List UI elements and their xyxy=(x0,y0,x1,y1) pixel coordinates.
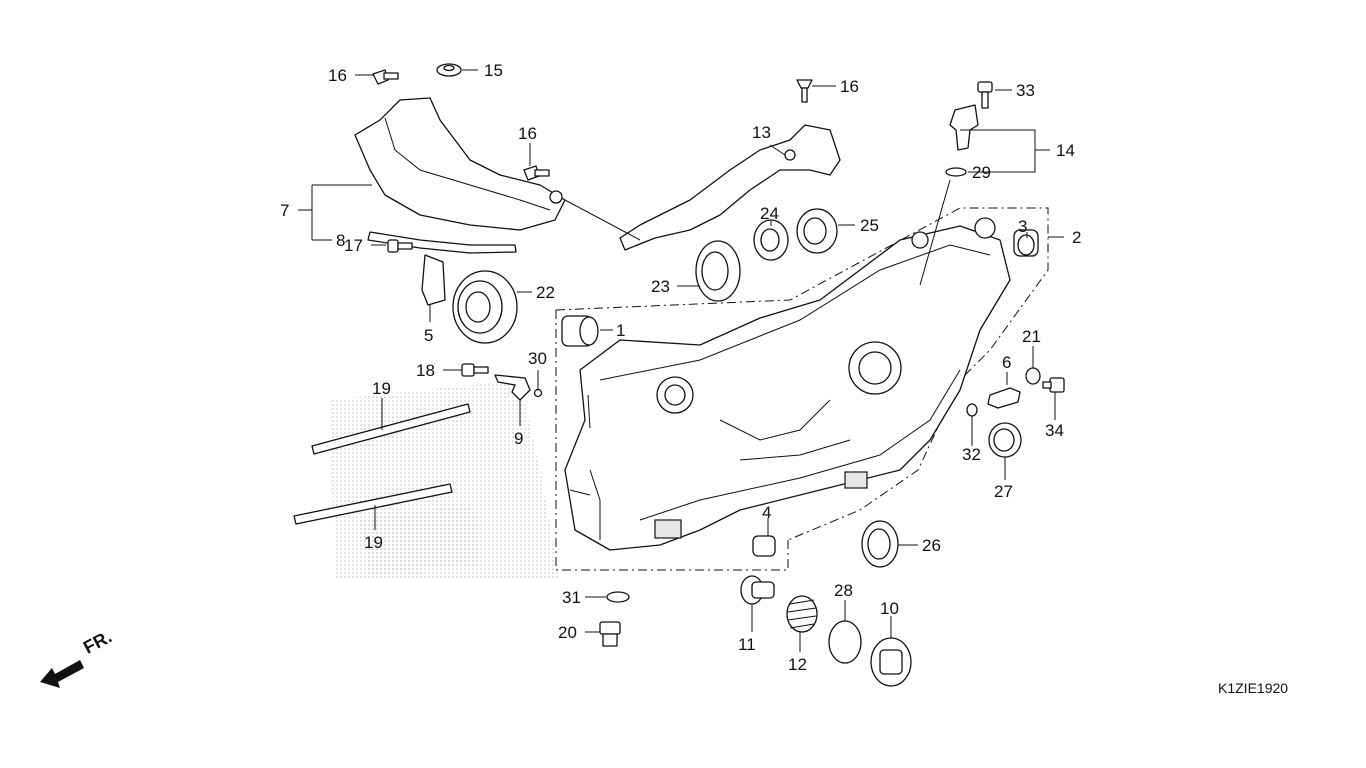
part-25-bearing xyxy=(796,208,838,254)
callout-26: 26 xyxy=(922,536,941,555)
callout-11: 11 xyxy=(738,635,756,654)
callout-12: 12 xyxy=(788,655,807,674)
part-19-stud-bolt-a xyxy=(311,403,471,455)
callout-1: 1 xyxy=(616,321,625,340)
part-16-bolt-c xyxy=(796,79,813,103)
callout-labels: 16 15 16 16 13 33 14 29 7 8 17 5 22 23 2… xyxy=(280,61,1081,674)
leader-lines xyxy=(298,69,1064,652)
callout-30: 30 xyxy=(528,349,547,368)
callout-16-b: 16 xyxy=(518,124,537,143)
callout-20: 20 xyxy=(558,623,577,642)
part-16-bolt-a xyxy=(372,69,399,85)
callout-15: 15 xyxy=(484,61,503,80)
front-arrow-icon xyxy=(40,660,84,688)
callout-7: 7 xyxy=(280,201,289,220)
callout-17: 17 xyxy=(344,236,363,255)
part-1-bush xyxy=(561,315,599,347)
callout-9: 9 xyxy=(514,429,523,448)
part-23-bearing xyxy=(695,240,741,302)
part-8-seal-strip xyxy=(367,231,517,254)
crankcase xyxy=(564,217,1011,551)
callout-5: 5 xyxy=(424,326,433,345)
callout-33: 33 xyxy=(1016,81,1035,100)
part-6-switch xyxy=(987,387,1021,409)
callout-19-b: 19 xyxy=(364,533,383,552)
part-7-duct-cover xyxy=(354,97,566,231)
part-21-washer xyxy=(1025,367,1041,385)
part-28-o-ring xyxy=(828,620,862,664)
part-34-bolt xyxy=(1042,377,1065,393)
part-31-washer xyxy=(606,591,630,603)
part-5-setting-plate xyxy=(421,254,446,306)
part-26-oil-seal xyxy=(861,520,899,568)
callout-6: 6 xyxy=(1002,353,1011,372)
callout-19-a: 19 xyxy=(372,379,391,398)
callout-10: 10 xyxy=(880,599,899,618)
callout-29: 29 xyxy=(972,163,991,182)
callout-22: 22 xyxy=(536,283,555,302)
callout-32: 32 xyxy=(962,445,981,464)
callout-34: 34 xyxy=(1045,421,1064,440)
callout-18: 18 xyxy=(416,361,435,380)
part-15-grommet xyxy=(436,63,462,77)
callout-2: 2 xyxy=(1072,228,1081,247)
callout-23: 23 xyxy=(651,277,670,296)
callout-8: 8 xyxy=(336,231,345,250)
part-19-stud-bolt-b xyxy=(293,483,453,525)
part-14-sensor xyxy=(949,104,979,151)
part-10-drain-bolt xyxy=(870,637,912,687)
callout-13: 13 xyxy=(752,123,771,142)
callout-28: 28 xyxy=(834,581,853,600)
part-13-bracket xyxy=(619,124,841,251)
diagram-code: K1ZIE1920 xyxy=(1218,680,1289,696)
part-18-bolt xyxy=(461,363,489,377)
part-27-oil-seal xyxy=(988,422,1022,458)
part-16-bolt-b xyxy=(523,165,550,181)
callout-16-a: 16 xyxy=(328,66,347,85)
part-33-bolt xyxy=(977,81,993,109)
callout-24: 24 xyxy=(760,204,779,223)
part-17-bolt xyxy=(387,239,413,253)
callout-3: 3 xyxy=(1018,217,1027,236)
part-3-bush xyxy=(1013,229,1039,257)
part-11-drain-cap xyxy=(740,575,775,605)
part-30-clip xyxy=(533,388,543,398)
part-24-bearing xyxy=(753,219,789,261)
callout-31: 31 xyxy=(562,588,581,607)
callout-25: 25 xyxy=(860,216,879,235)
part-9-arm xyxy=(494,374,531,401)
callout-27: 27 xyxy=(994,482,1013,501)
callout-14: 14 xyxy=(1056,141,1075,160)
callout-16-c: 16 xyxy=(840,77,859,96)
part-29-o-ring xyxy=(945,167,967,177)
part-32-clip xyxy=(966,403,978,417)
callout-4: 4 xyxy=(762,503,771,522)
part-20-bolt xyxy=(599,621,621,647)
part-4-bush xyxy=(752,535,776,557)
callout-21: 21 xyxy=(1022,327,1041,346)
crankcase-assembly-boundary xyxy=(555,207,1049,571)
part-12-spring xyxy=(786,595,818,633)
part-22-bearing xyxy=(452,270,518,344)
